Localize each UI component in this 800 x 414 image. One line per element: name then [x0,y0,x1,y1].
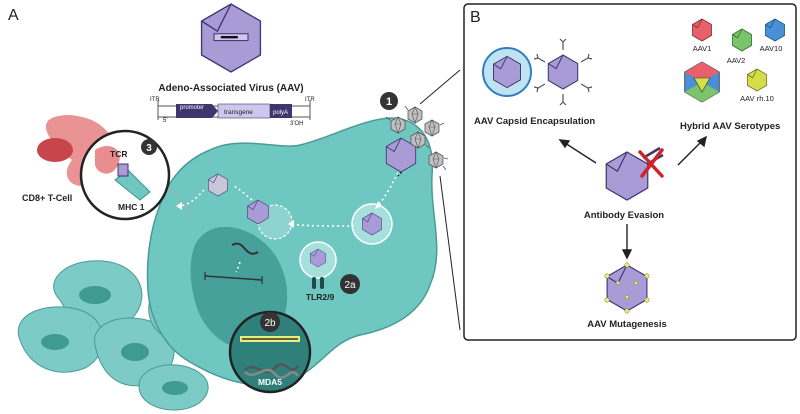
aav-construct: ITR 5' promoter transgene polyA ITR 3'OH [150,97,315,127]
aav-title: Adeno-Associated Virus (AAV) [158,83,303,94]
episome [204,272,263,284]
mda5-inset: MDA5 2b [228,310,312,394]
hybrid-aav-icon [684,61,720,103]
svg-text:2a: 2a [344,280,356,291]
hybrid-serotypes-label: Hybrid AAV Serotypes [680,121,780,132]
aav10-label: AAV10 [760,44,783,53]
panel-b-letter: B [470,9,481,26]
step-1-badge: 1 [380,92,398,110]
mutant-aav-icon [604,262,650,314]
trafficking-arrows [179,167,401,349]
five-prime-label: 5' [163,118,167,124]
svg-text:1: 1 [386,96,392,108]
blocked-x-icon [638,148,664,178]
step-3-badge: 3 [141,139,157,155]
cd8-label: CD8+ T-Cell [22,193,72,203]
mhc-inset: 3 TCR MHC 1 [37,115,191,221]
three-prime-label: 3'OH [290,121,303,127]
polya-block [270,104,292,118]
polya-label: polyA [273,110,288,116]
promoter-label: promoter [180,105,204,111]
tcr-label: TCR [110,149,127,159]
mda5-label: MDA5 [258,377,282,387]
antibody-spikes [385,105,449,171]
transgene-label: transgene [224,109,253,116]
mhc-label: MHC 1 [118,202,145,212]
aav-capsid-icon [200,3,262,73]
step-2a-badge: 2a [340,274,360,294]
itr-right-label: ITR [305,97,315,103]
tlr-receptor-icon [312,277,324,289]
itr-left-label: ITR [150,97,160,103]
tlr-label: TLR2/9 [306,292,335,302]
svg-text:3: 3 [146,143,152,154]
panel-b-arrows [558,135,708,260]
promoter-block [176,104,218,118]
zoom-line-top [419,69,461,105]
t-cell-nucleus [37,138,73,162]
arrowheads [176,201,382,228]
svg-text:2b: 2b [264,318,276,329]
panel-a-letter: A [8,7,19,24]
antibody-evasion-label: Antibody Evasion [584,210,664,221]
capsid-antibodies [533,38,593,106]
entry-arrow [397,159,413,177]
aav1-label: AAV1 [693,44,712,53]
mutagenesis-label: AAV Mutagenesis [587,319,667,330]
step-2b-badge: 2b [260,312,280,332]
genome-strand [231,242,259,255]
aavrh10-label: AAV rh.10 [740,94,774,103]
aav2-label: AAV2 [727,56,746,65]
capsid-encapsulation-label: AAV Capsid Encapsulation [474,116,595,127]
zoom-line-bottom [439,175,461,331]
